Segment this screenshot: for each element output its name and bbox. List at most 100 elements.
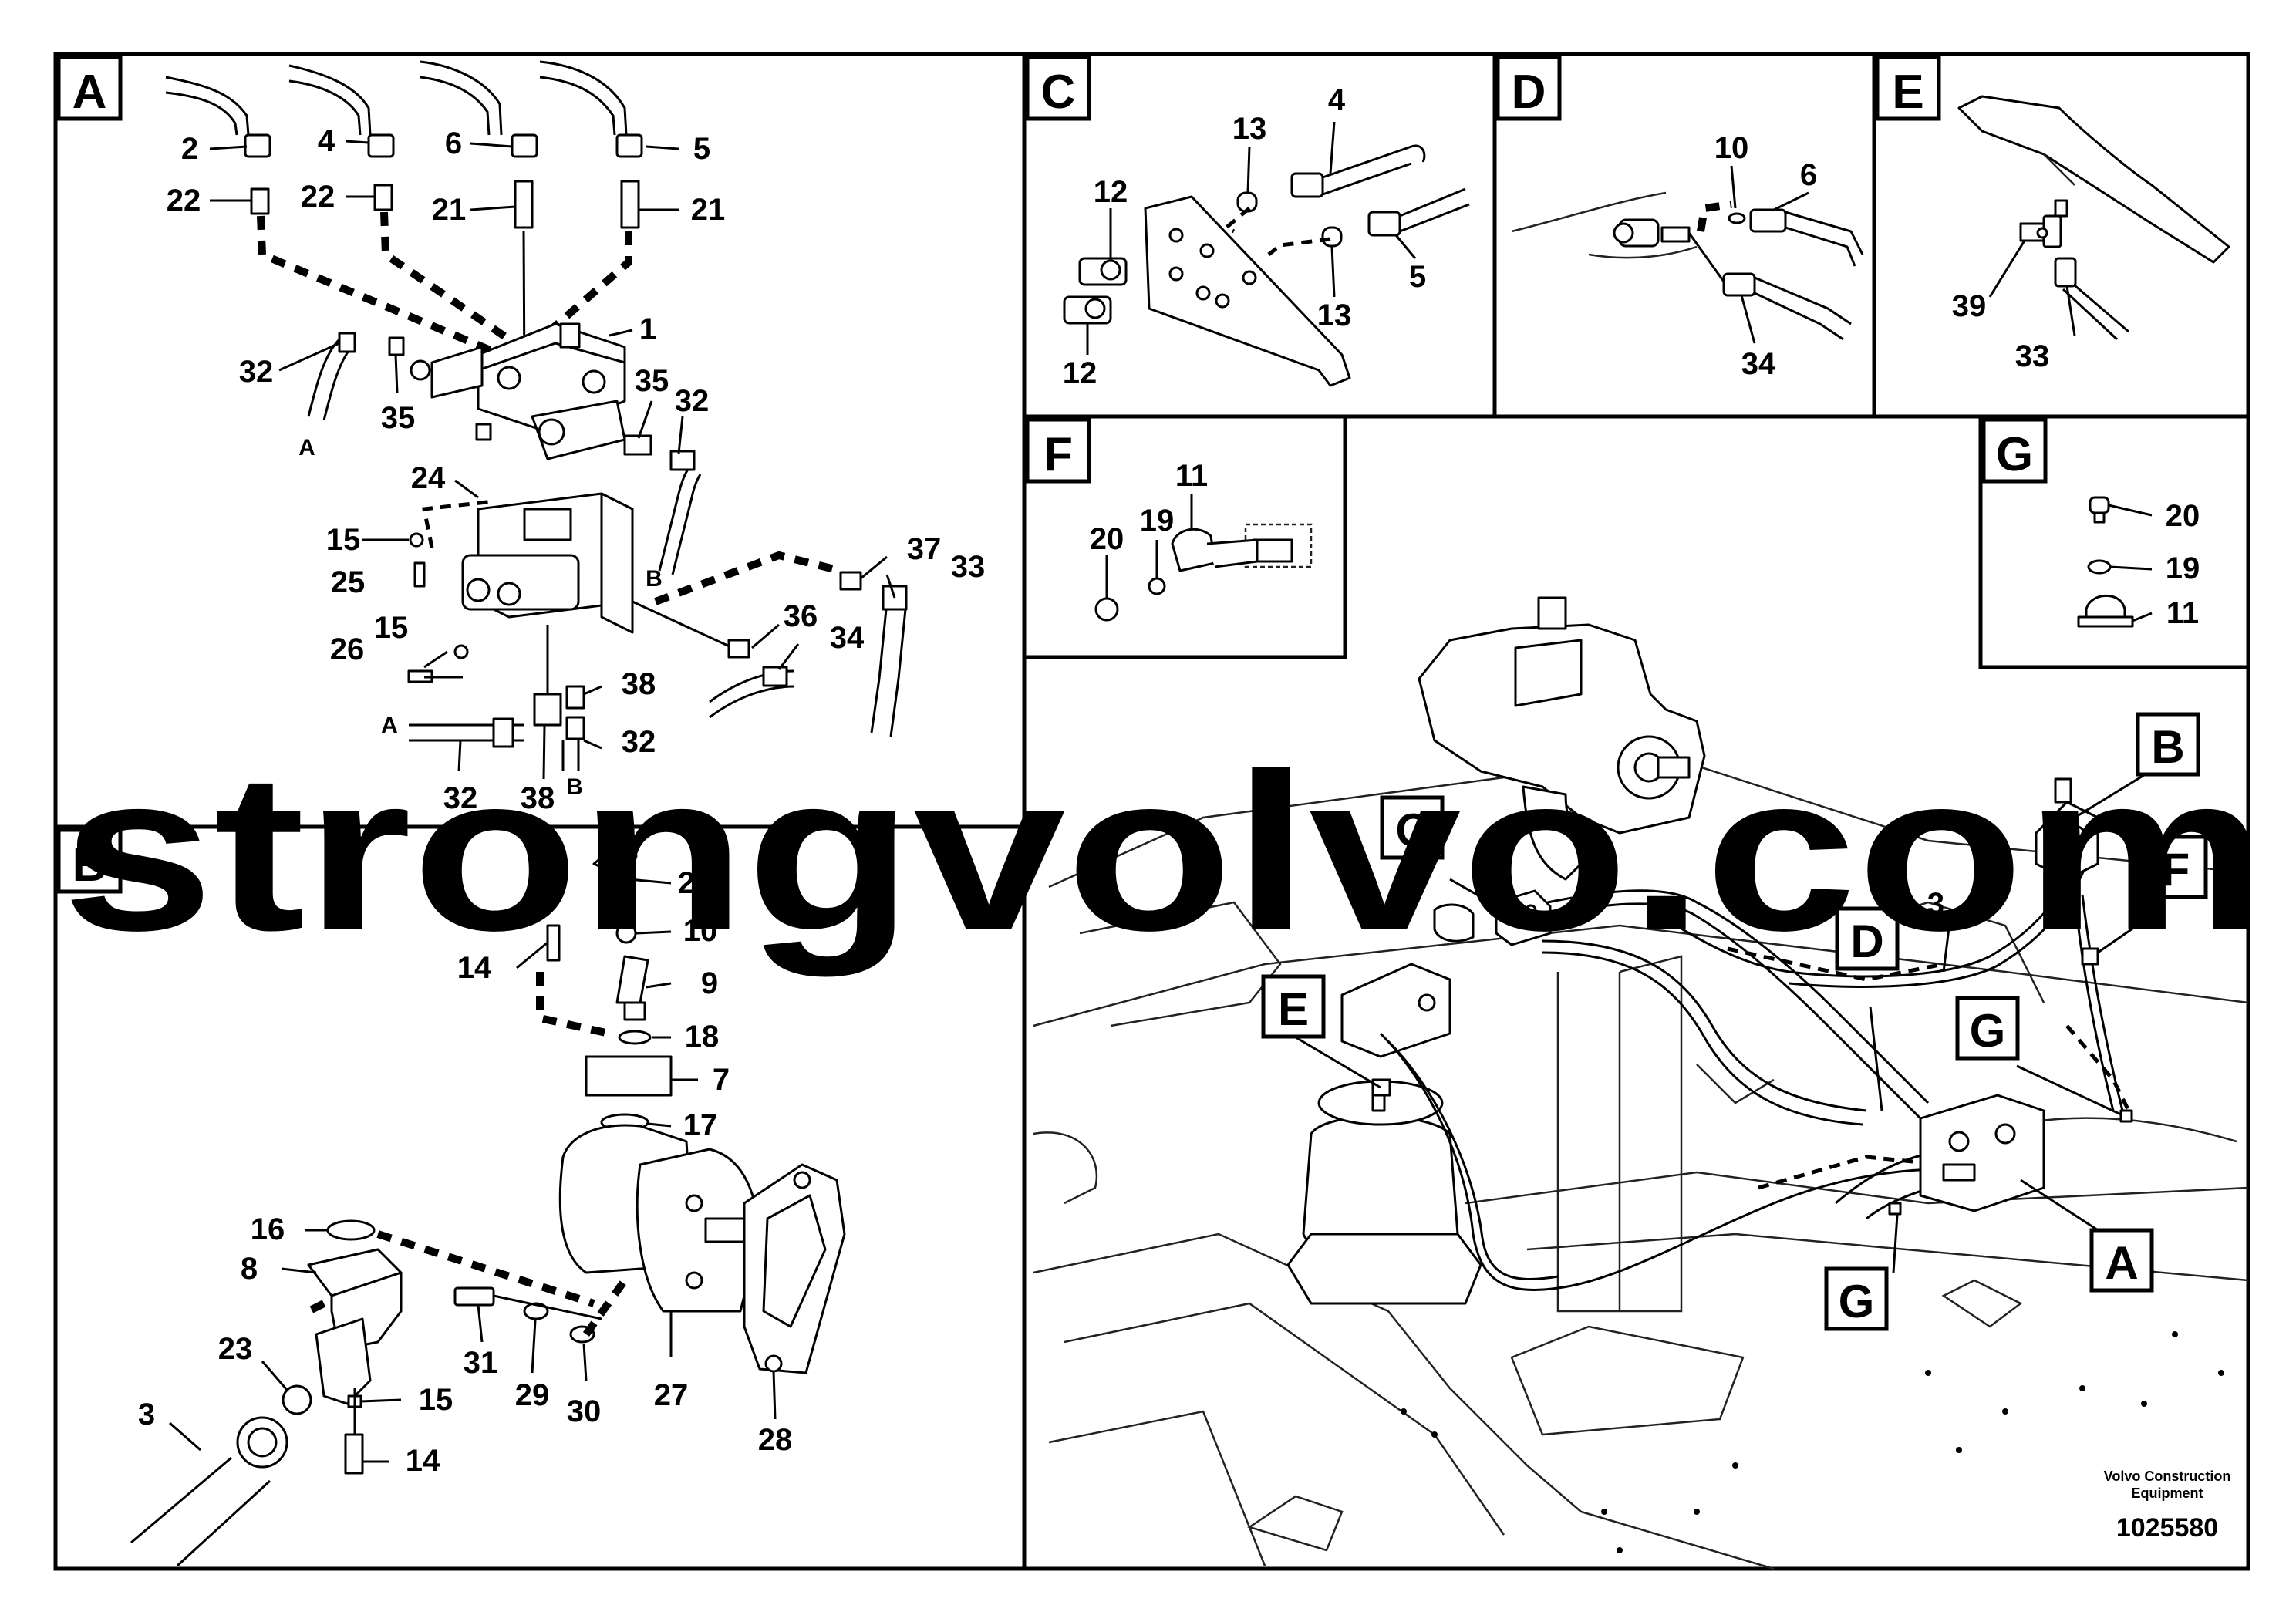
callout-15: 15 <box>374 611 409 645</box>
overview-tag-e: E <box>1261 974 1326 1039</box>
callout-20: 20 <box>1090 522 1124 556</box>
svg-text:D: D <box>1850 916 1883 967</box>
overview-drawing <box>1033 596 2250 1570</box>
callout-32: 32 <box>443 781 478 815</box>
callout-19: 19 <box>1140 504 1175 538</box>
callout-17: 17 <box>683 1108 718 1142</box>
overview-tags: 3 B C F D E G A G <box>1261 712 2208 1331</box>
callout-35: 35 <box>381 401 416 435</box>
callout-3: 3 <box>1927 887 1944 921</box>
callout-38: 38 <box>521 781 555 815</box>
panel-a-callouts: 2 4 6 5 22 22 21 21 1 32 35 35 32 24 15 … <box>167 124 986 815</box>
callout-6: 6 <box>445 126 462 160</box>
callout-33: 33 <box>951 550 986 584</box>
callout-35: 35 <box>635 364 669 398</box>
panel-b-drawing <box>130 843 846 1567</box>
overview-tag-g: G <box>1955 996 2020 1061</box>
callout-21: 21 <box>432 193 467 227</box>
svg-text:B: B <box>72 838 107 892</box>
callout-4: 4 <box>318 124 335 158</box>
panel-g-drawing <box>2077 496 2134 628</box>
callout-12: 12 <box>1094 175 1128 209</box>
panel-c-drawing <box>1063 144 1470 387</box>
hose-end-b: B <box>646 566 663 592</box>
panel-f-callouts: 11 20 19 <box>1090 459 1208 556</box>
panel-d-callouts: 10 6 34 <box>1714 131 1817 381</box>
callout-21: 21 <box>691 193 726 227</box>
callout-13: 13 <box>1317 298 1352 332</box>
panel-tag-c: C <box>1025 55 1091 121</box>
panel-f-drawing <box>1094 523 1313 622</box>
svg-text:E: E <box>1278 983 1309 1035</box>
panel-tag-e: E <box>1875 55 1941 121</box>
overview-tag-f: F <box>2143 835 2208 899</box>
callout-34: 34 <box>830 621 865 655</box>
panel-tag-b: B <box>56 828 123 894</box>
callout-2: 2 <box>678 866 695 900</box>
callout-8: 8 <box>241 1252 258 1286</box>
panel-tag-f: F <box>1025 417 1091 484</box>
panel-tag-d: D <box>1495 55 1562 121</box>
callout-30: 30 <box>567 1394 602 1428</box>
callout-11: 11 <box>2166 596 2199 630</box>
callout-13: 13 <box>1232 112 1267 146</box>
svg-text:E: E <box>1892 66 1923 119</box>
company-name-line2: Equipment <box>2132 1485 2203 1501</box>
panel-b-callouts: 2 10 14 9 18 7 17 16 8 23 3 15 14 31 29 … <box>138 866 792 1478</box>
panel-e-drawing <box>1957 95 2230 341</box>
svg-text:F: F <box>1043 428 1073 481</box>
callout-15: 15 <box>419 1383 453 1417</box>
callout-33: 33 <box>2015 339 2050 373</box>
callout-31: 31 <box>464 1346 498 1380</box>
panel-g-frame <box>1978 414 2250 669</box>
callout-22: 22 <box>167 184 201 218</box>
company-name: Volvo Construction <box>2104 1469 2231 1484</box>
svg-text:C: C <box>1041 66 1076 119</box>
callout-15: 15 <box>326 523 361 557</box>
svg-text:G: G <box>1839 1276 1875 1327</box>
callout-39: 39 <box>1952 289 1987 323</box>
svg-text:B: B <box>2151 721 2184 773</box>
callout-27: 27 <box>654 1378 689 1412</box>
callout-20: 20 <box>2166 499 2200 533</box>
callout-23: 23 <box>218 1332 253 1366</box>
callout-32: 32 <box>239 355 274 389</box>
callout-10: 10 <box>683 914 718 948</box>
panel-a-drawing <box>165 60 908 771</box>
svg-text:A: A <box>2105 1237 2138 1289</box>
panel-g-callouts: 20 19 11 <box>2166 499 2200 630</box>
hose-end-a: A <box>298 435 315 460</box>
callout-19: 19 <box>2166 551 2200 585</box>
callout-24: 24 <box>411 461 446 495</box>
panel-f-frame <box>1022 414 1347 659</box>
svg-text:A: A <box>72 66 107 119</box>
watermark: strongvolvo.com <box>62 727 2267 978</box>
callout-38: 38 <box>622 667 656 701</box>
callout-29: 29 <box>515 1378 550 1412</box>
callout-16: 16 <box>251 1212 285 1246</box>
callout-3: 3 <box>138 1398 155 1431</box>
overview-tag-g: G <box>1824 1266 1889 1331</box>
panel-d-drawing <box>1511 191 1864 341</box>
callout-36: 36 <box>784 599 818 633</box>
panel-c-callouts: 4 13 12 12 13 5 <box>1063 83 1426 390</box>
drawing-number: 1025580 <box>2116 1513 2218 1543</box>
callout-14: 14 <box>406 1444 440 1478</box>
callout-32: 32 <box>622 725 656 759</box>
callout-5: 5 <box>693 132 710 166</box>
overview-tag-a: A <box>2089 1228 2154 1293</box>
svg-text:G: G <box>1996 428 2033 481</box>
svg-text:D: D <box>1512 66 1546 119</box>
callout-28: 28 <box>758 1423 793 1457</box>
callout-34: 34 <box>1741 347 1776 381</box>
callout-26: 26 <box>330 632 365 666</box>
svg-text:F: F <box>2162 844 2190 895</box>
overview-frame <box>1022 657 2250 1571</box>
callout-4: 4 <box>1328 83 1346 117</box>
callout-1: 1 <box>639 312 656 346</box>
callout-22: 22 <box>301 180 335 214</box>
leader-lines <box>169 121 2160 1463</box>
panel-tag-g: G <box>1981 417 2048 484</box>
callout-6: 6 <box>1800 158 1817 192</box>
